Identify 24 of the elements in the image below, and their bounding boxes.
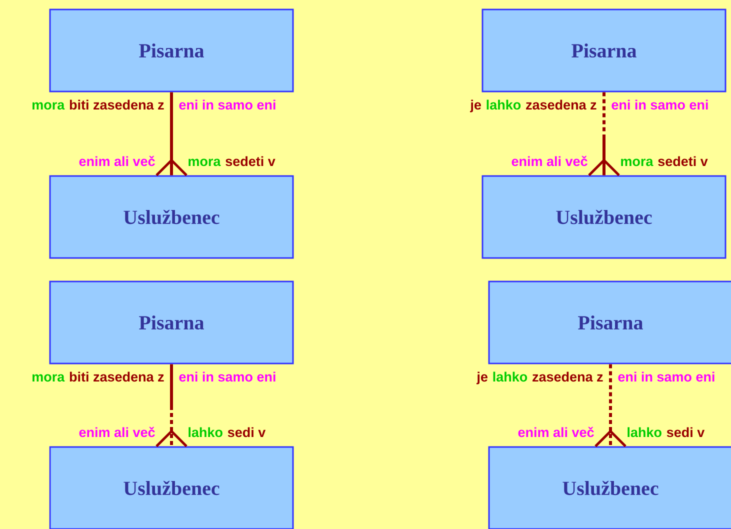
relationship-label: je	[476, 372, 488, 384]
entity-box: Pisarna	[488, 280, 731, 364]
relationship-line	[156, 364, 188, 448]
relationship-label: mora	[32, 374, 65, 382]
relationship-label: je	[470, 100, 481, 112]
entity-box: Pisarna	[49, 280, 294, 364]
relationship-label: eni in samo eni	[179, 372, 276, 382]
relationship-label: zasedena z	[526, 100, 596, 110]
relationship-label: mora	[32, 102, 65, 110]
entity-box: Uslužbenec	[49, 175, 294, 259]
relationship-line	[156, 92, 188, 176]
entity-box: Uslužbenec	[488, 446, 731, 529]
relationship-label: biti zasedena z	[70, 100, 164, 110]
relationship-line	[594, 364, 626, 448]
entity-box: Pisarna	[49, 8, 294, 92]
entity-box: Pisarna	[482, 8, 726, 92]
relationship-label: eni in samo eni	[612, 100, 708, 110]
relationship-label: eni in samo eni	[618, 372, 714, 382]
relationship-label: eni in samo eni	[179, 100, 276, 110]
entity-box: Uslužbenec	[49, 446, 294, 529]
relationship-label: zasedena z	[532, 372, 603, 382]
entity-box: Uslužbenec	[482, 175, 726, 259]
relationship-label: biti zasedena z	[70, 372, 164, 382]
relationship-line	[588, 92, 620, 176]
